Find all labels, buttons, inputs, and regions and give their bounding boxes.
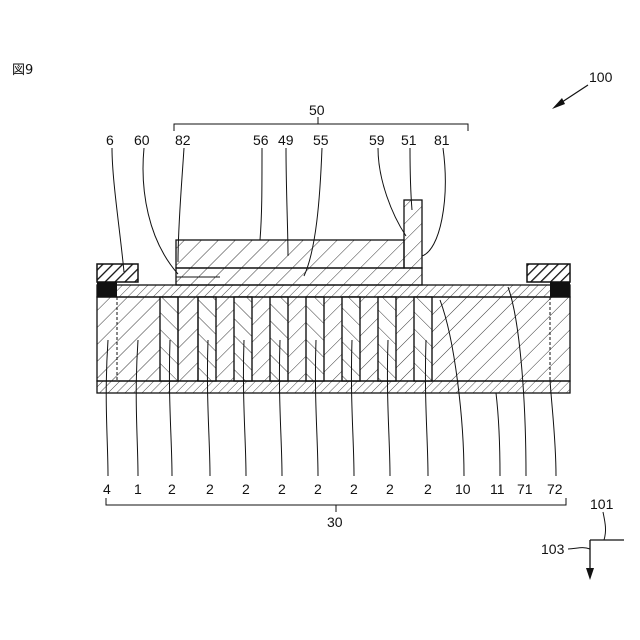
label-2: 2: [424, 481, 432, 497]
label-50: 50: [309, 102, 325, 118]
label-2: 2: [350, 481, 358, 497]
top-layer-71: [97, 285, 570, 297]
label-10: 10: [455, 481, 471, 497]
figure-label: 図9: [12, 63, 33, 78]
label-82: 82: [175, 132, 191, 148]
label-51: 51: [401, 132, 417, 148]
label-2: 2: [242, 481, 250, 497]
label-11: 11: [490, 481, 505, 497]
label-103: 103: [541, 541, 565, 557]
label-2: 2: [386, 481, 394, 497]
label-6: 6: [106, 132, 114, 148]
label-100: 100: [589, 69, 613, 85]
label-60: 60: [134, 132, 150, 148]
label-72: 72: [547, 481, 563, 497]
label-2: 2: [206, 481, 214, 497]
bottom-layer-11: [97, 381, 570, 393]
label-2: 2: [314, 481, 322, 497]
label-59: 59: [369, 132, 385, 148]
label-81: 81: [434, 132, 450, 148]
label-1: 1: [134, 481, 142, 497]
label-2: 2: [278, 481, 286, 497]
label-2: 2: [168, 481, 176, 497]
direction-indicator: [568, 512, 624, 580]
label-55: 55: [313, 132, 329, 148]
brace-30: [106, 498, 566, 505]
label-4: 4: [103, 481, 111, 497]
upper-stack: [176, 200, 422, 285]
label-56: 56: [253, 132, 269, 148]
label-30: 30: [327, 514, 343, 530]
arrow-100: [552, 85, 588, 109]
brace-50: [174, 124, 468, 131]
label-49: 49: [278, 132, 294, 148]
label-71: 71: [517, 481, 533, 497]
label-101: 101: [590, 496, 614, 512]
